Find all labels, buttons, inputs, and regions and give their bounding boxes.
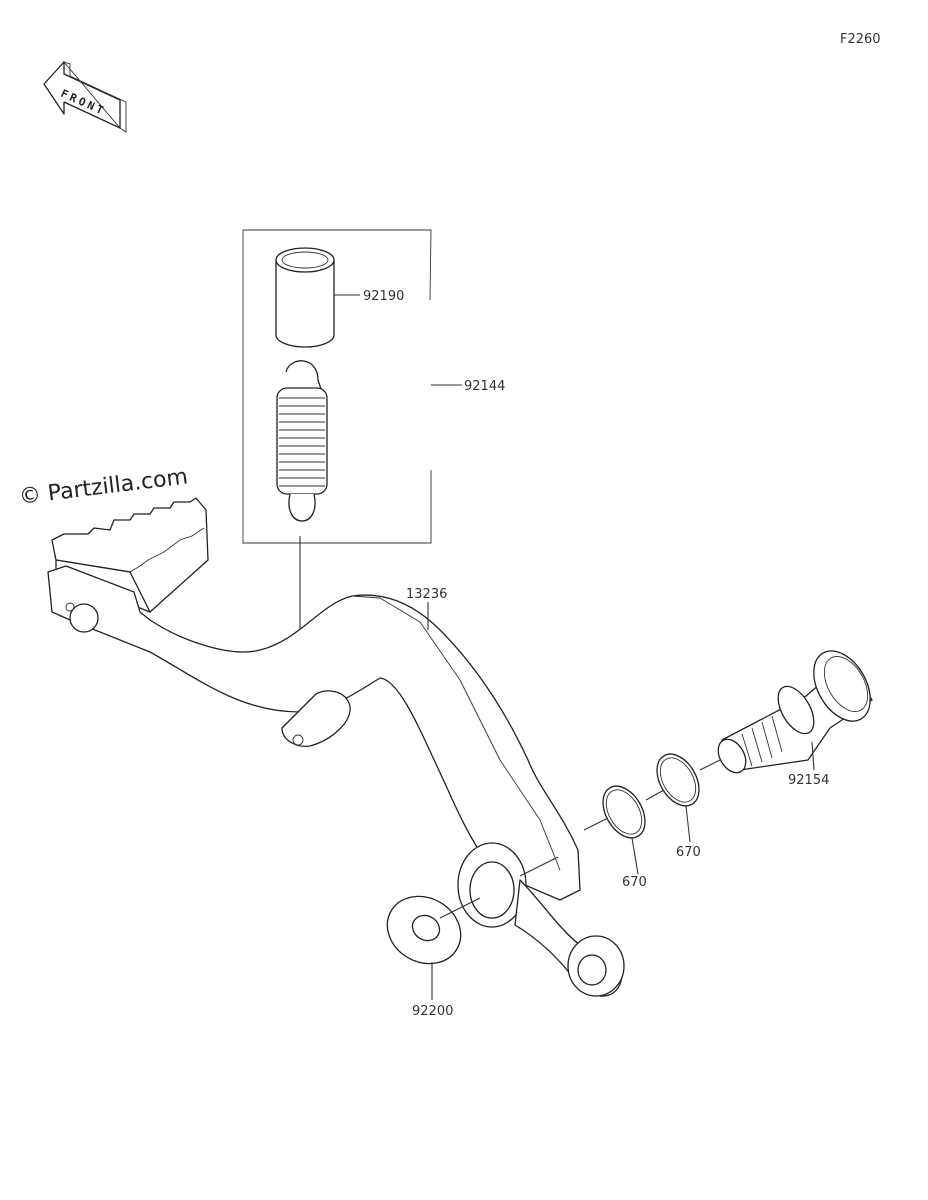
bushing	[275, 247, 335, 348]
label-brake-pedal: 13236	[406, 587, 447, 602]
o-ring-inner	[602, 785, 646, 839]
watermark: © Partzilla.com	[18, 464, 190, 510]
spring-kit-bracket	[242, 229, 432, 544]
front-arrow-icon: FRONT	[43, 61, 127, 133]
o-ring-outer	[656, 753, 700, 807]
label-o-ring-outer: 670	[676, 845, 701, 860]
washer	[386, 895, 462, 965]
pivot-shaft	[717, 650, 873, 774]
label-bushing: 92190	[363, 289, 404, 304]
brake-pedal	[47, 497, 625, 997]
label-shaft: 92154	[788, 773, 829, 788]
label-spring-kit: 92144	[464, 379, 505, 394]
return-spring	[276, 360, 328, 522]
figure-code: F2260	[840, 32, 881, 47]
label-o-ring-inner: 670	[622, 875, 647, 890]
label-washer: 92200	[412, 1004, 453, 1019]
